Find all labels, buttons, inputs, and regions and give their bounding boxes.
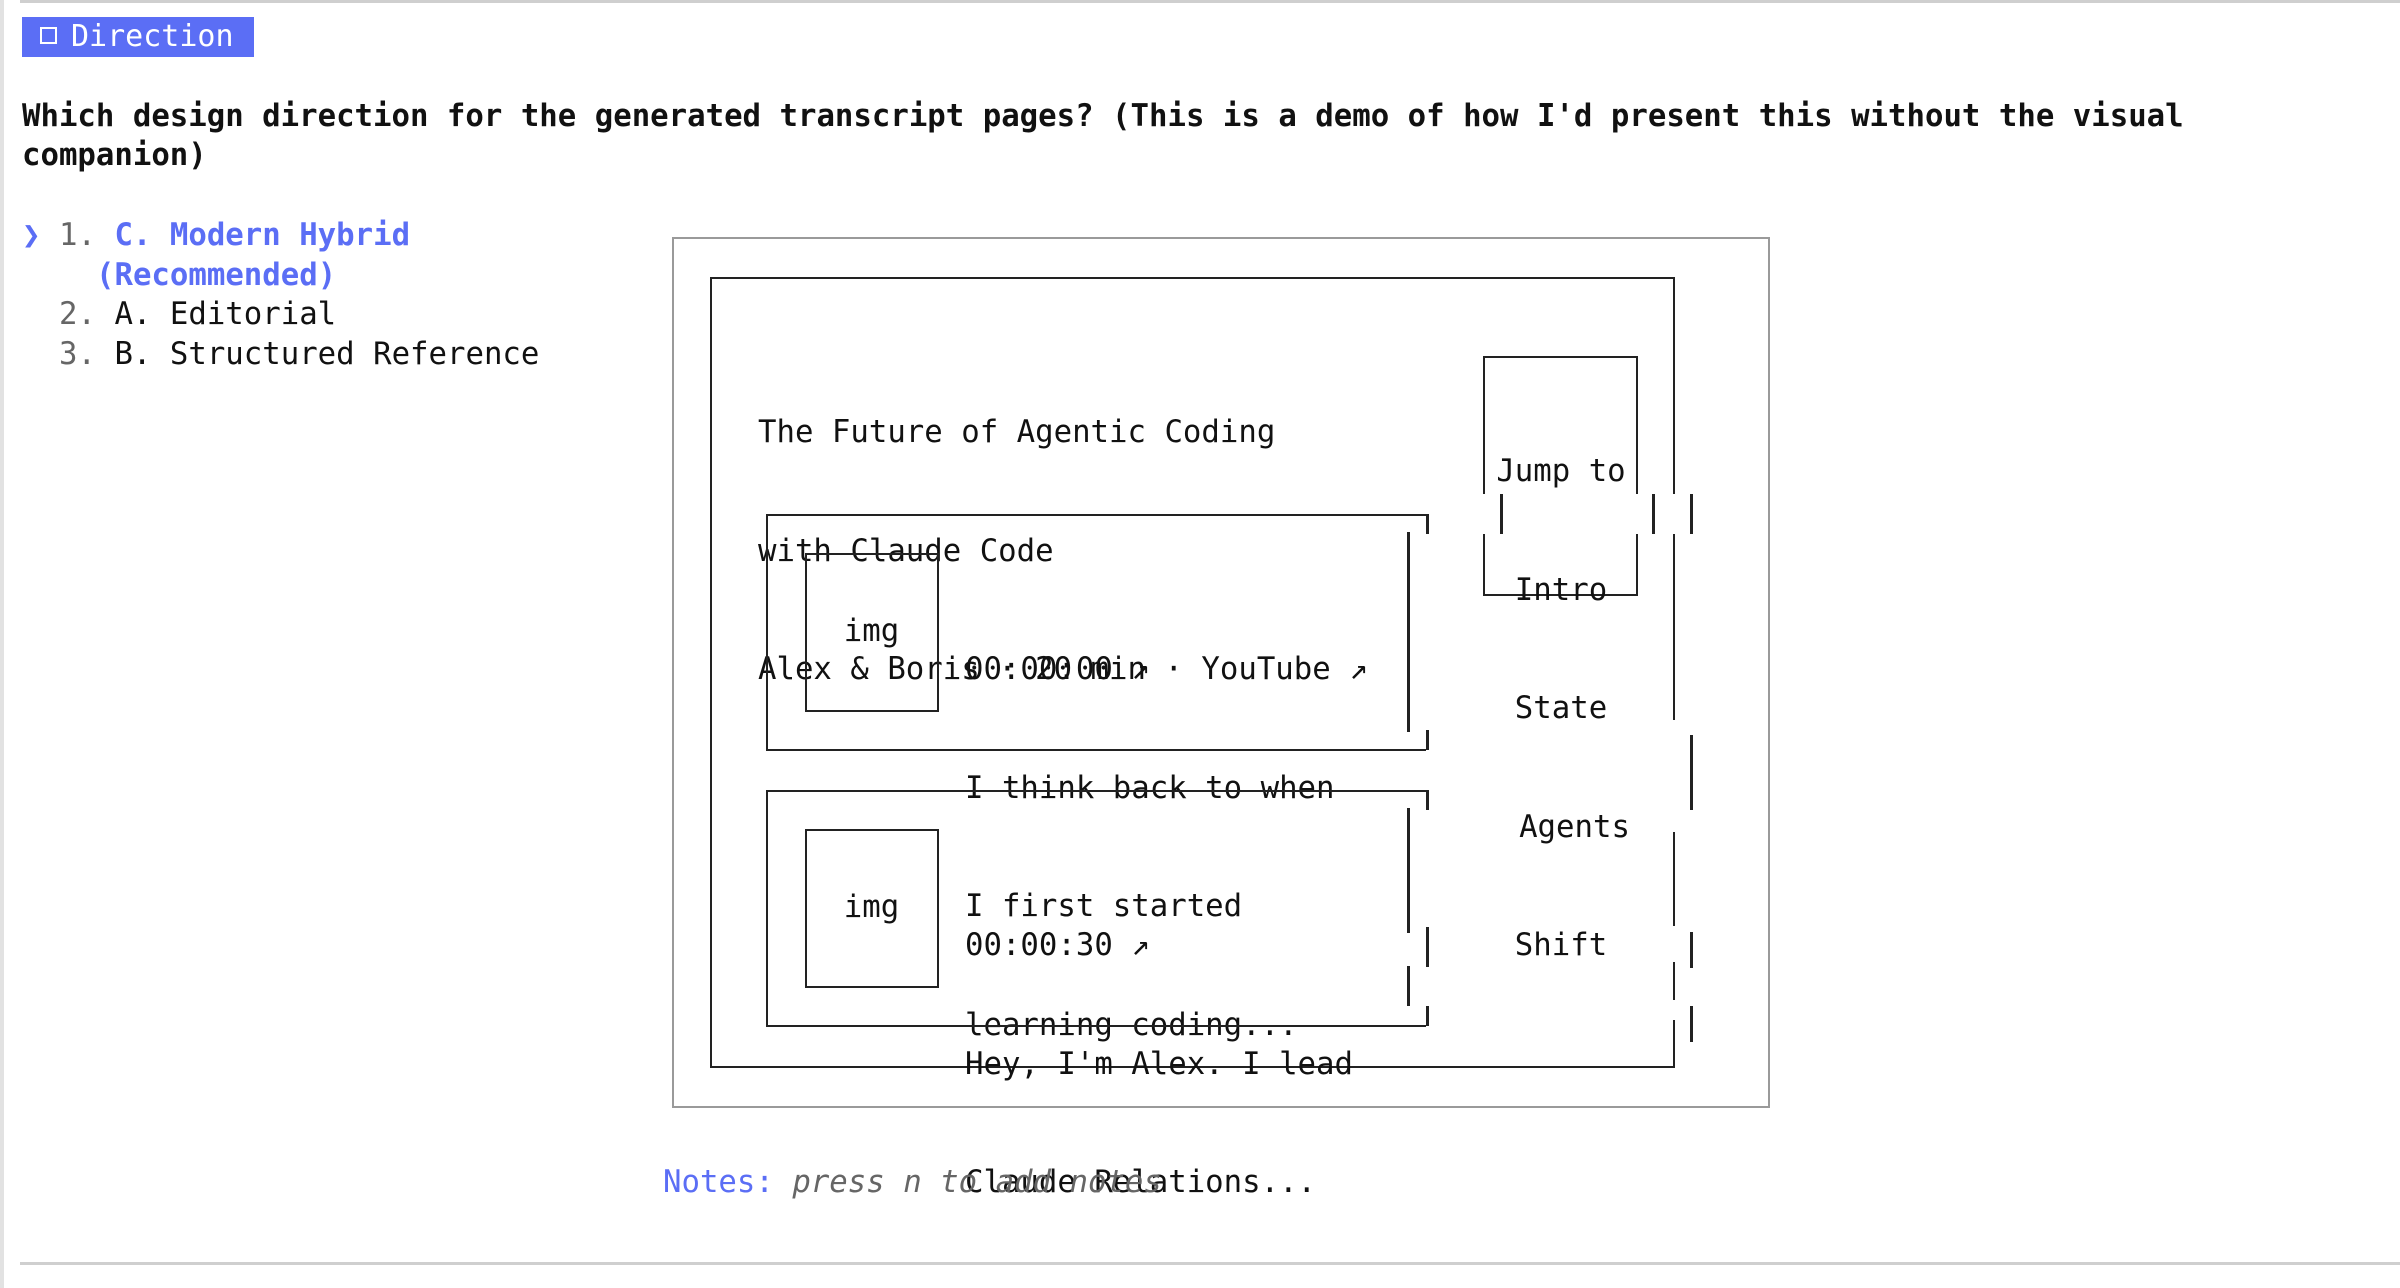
jump-link-shift[interactable]: Shift — [1514, 928, 1608, 963]
timestamp-link[interactable]: 00:00:00 ↗ — [965, 652, 1150, 687]
checkbox-icon — [40, 27, 57, 44]
option-number: 3. — [59, 336, 96, 372]
transcript-card-body: 00:00:30 ↗ Hey, I'm Alex. I lead Claude … — [965, 847, 1353, 1242]
left-pane-divider[interactable] — [0, 0, 4, 1288]
option-2[interactable]: 2. A. Editorial — [22, 295, 539, 335]
option-label-continued: (Recommended) — [96, 257, 337, 293]
notes-label: Notes: — [663, 1165, 774, 1200]
thumbnail-placeholder — [805, 829, 939, 988]
ascii-border-fragment — [1652, 494, 1655, 534]
jump-link-agents[interactable]: Agents — [1519, 809, 1630, 845]
ascii-border-fragment — [1500, 494, 1503, 534]
option-1-continued[interactable]: (Recommended) — [22, 256, 539, 296]
option-number: 1. — [59, 218, 96, 253]
option-number: 2. — [59, 297, 96, 332]
options-list: ❯ 1. C. Modern Hybrid (Recommended) 2. A.… — [22, 216, 539, 374]
jump-to-list: Jump to Intro State Agents Shift — [1483, 373, 1639, 1005]
option-label: B. Structured Reference — [114, 336, 540, 372]
notes-placeholder: press n to add notes — [792, 1165, 1162, 1200]
notes-field[interactable]: Notes: press n to add notes — [663, 1163, 1162, 1203]
question-text: Which design direction for the generated… — [22, 99, 2203, 173]
thumbnail-label: img — [843, 614, 900, 649]
bottom-divider — [20, 1262, 2400, 1265]
ascii-border-fragment — [1690, 1006, 1693, 1042]
transcript-line: Hey, I'm Alex. I lead — [965, 1046, 1353, 1082]
ascii-border-fragment — [1690, 932, 1693, 968]
timestamp-link[interactable]: 00:00:30 ↗ — [965, 928, 1150, 963]
ascii-border-fragment — [1690, 735, 1693, 810]
thumbnail-label: img — [843, 890, 900, 925]
top-divider — [20, 0, 2400, 3]
jump-link-intro[interactable]: Intro — [1514, 572, 1608, 608]
question-header-badge: Direction — [22, 17, 254, 57]
ascii-border-fragment — [1690, 494, 1693, 534]
thumbnail-placeholder — [805, 553, 939, 712]
preview-title-line-2: with Claude Code — [758, 533, 1054, 569]
jump-link-state[interactable]: State — [1514, 691, 1608, 726]
jump-to-heading: Jump to — [1496, 454, 1626, 489]
option-label: C. Modern Hybrid — [114, 218, 411, 253]
jump-to-panel — [1483, 356, 1638, 596]
preview-title-line-1: The Future of Agentic Coding — [758, 415, 1276, 450]
preview-page-frame — [710, 277, 1675, 1068]
option-3[interactable]: 3. B. Structured Reference — [22, 335, 539, 375]
transcript-line: Claude Relations... — [965, 1165, 1317, 1200]
transcript-line: I think back to when — [965, 770, 1335, 806]
option-label: A. Editorial — [114, 297, 337, 332]
preview-outer-frame — [672, 237, 1770, 1108]
transcript-line: I first started — [965, 889, 1243, 924]
transcript-card — [766, 790, 1426, 1027]
selection-cursor-icon: ❯ — [22, 218, 41, 253]
badge-label: Direction — [71, 19, 234, 54]
preview-meta-line: Alex & Boris · 20 min · YouTube ↗ — [758, 652, 1368, 687]
transcript-card — [766, 514, 1426, 751]
option-1[interactable]: ❯ 1. C. Modern Hybrid — [22, 216, 539, 256]
preview-header: The Future of Agentic Coding with Claude… — [758, 334, 1368, 729]
